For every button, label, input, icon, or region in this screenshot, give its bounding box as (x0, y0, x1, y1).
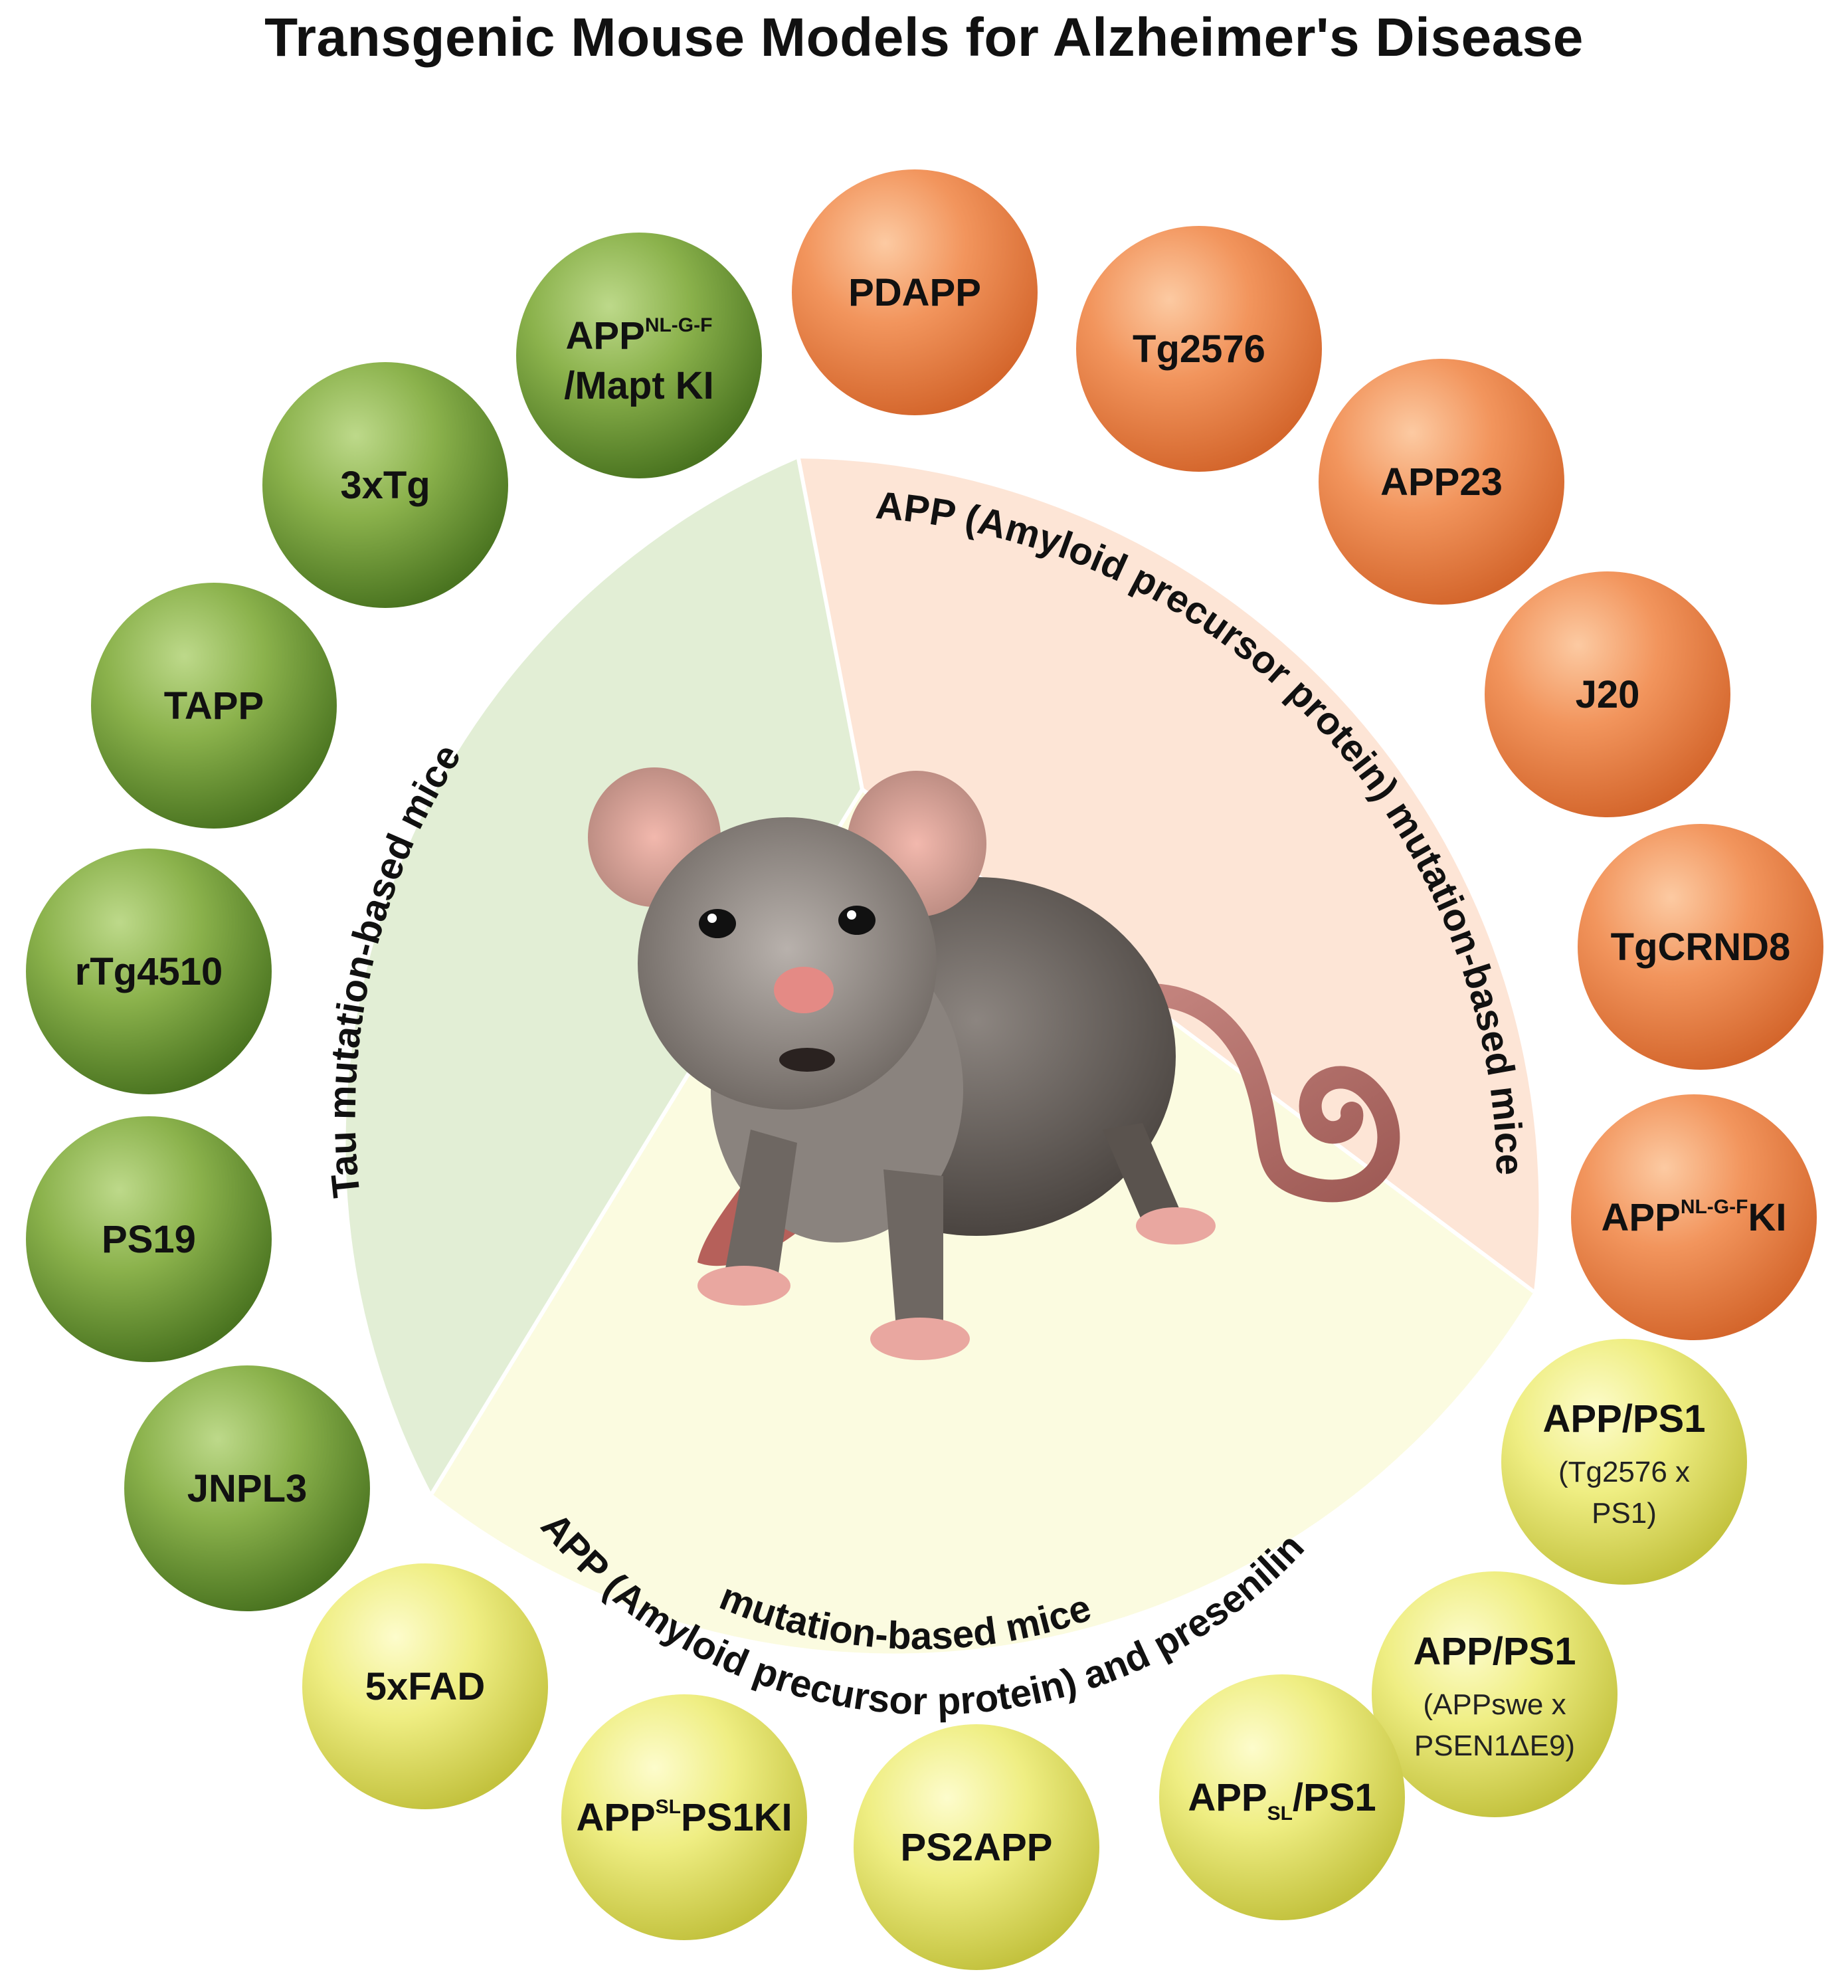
model-ball-app-4: J20 (1485, 571, 1730, 817)
model-ball-app-ps-4: PS2APP (854, 1724, 1099, 1970)
diagram-title: Transgenic Mouse Models for Alzheimer's … (264, 7, 1584, 68)
ball-sphere (1485, 571, 1730, 817)
model-ball-tau-3: TAPP (91, 583, 337, 829)
model-name-line2: /Mapt KI (564, 364, 714, 407)
model-name: JNPL3 (187, 1467, 308, 1510)
model-ball-tau-4: rTg4510 (26, 848, 272, 1094)
ball-sphere (1372, 1571, 1617, 1817)
model-name: 5xFAD (365, 1665, 486, 1708)
mouse-front-leg-left (724, 1130, 797, 1282)
ball-sphere (1076, 226, 1322, 472)
ball-sphere (854, 1724, 1099, 1970)
ball-sphere (792, 169, 1038, 415)
model-name: APPSL/PS1 (1188, 1776, 1376, 1825)
model-name: PDAPP (848, 271, 981, 314)
model-name: TgCRND8 (1611, 926, 1791, 969)
model-ball-app-5: TgCRND8 (1578, 824, 1823, 1070)
model-name: PS2APP (901, 1826, 1053, 1869)
eye-highlight (707, 914, 717, 923)
model-ball-app-3: APP23 (1319, 359, 1564, 605)
ball-sphere (26, 848, 272, 1094)
model-ball-tau-5: PS19 (26, 1116, 272, 1362)
model-ball-app-ps-5: APPSLPS1KI (561, 1694, 807, 1940)
mouse-paw (697, 1266, 790, 1306)
model-name: APPSLPS1KI (576, 1796, 792, 1839)
mouse-eye-left (699, 909, 736, 938)
ball-sphere (516, 233, 762, 478)
mouse-eye-right (838, 906, 876, 935)
ball-sphere (1319, 359, 1564, 605)
ball-sphere (1159, 1674, 1405, 1920)
ball-sphere (262, 362, 508, 608)
model-name: APPNL-G-FKI (1602, 1196, 1787, 1239)
model-ball-app-ps-6: 5xFAD (302, 1563, 548, 1809)
mouse-paw (870, 1318, 970, 1360)
ball-sphere (1571, 1094, 1817, 1340)
model-ball-app-2: Tg2576 (1076, 226, 1322, 472)
ball-sphere (26, 1116, 272, 1362)
mouse-illustration (588, 767, 1400, 1360)
model-name: rTg4510 (75, 950, 223, 993)
eye-highlight (847, 910, 856, 920)
mouse-nose (774, 967, 834, 1013)
model-detail: (APPswe x (1423, 1688, 1566, 1721)
model-name: J20 (1576, 673, 1640, 716)
model-name: 3xTg (340, 464, 430, 507)
model-ball-app-ps-3: APPSL/PS1 (1159, 1674, 1405, 1920)
ball-sphere (91, 583, 337, 829)
model-name: APP23 (1380, 460, 1503, 504)
mouse-hind-leg-right (1103, 1123, 1182, 1223)
model-name: APPNL-G-F (566, 314, 713, 357)
model-ball-app-ps-2: APP/PS1 (APPswe x PSEN1ΔE9) (1372, 1571, 1617, 1817)
model-name: APP/PS1 (1414, 1630, 1576, 1673)
model-ball-tau-2: 3xTg (262, 362, 508, 608)
model-name: PS19 (102, 1218, 196, 1261)
ball-sphere (302, 1563, 548, 1809)
mouse-tail (1052, 983, 1400, 1203)
model-detail: PSEN1ΔE9) (1414, 1730, 1575, 1762)
ball-sphere (1501, 1339, 1747, 1585)
model-name: APP/PS1 (1543, 1397, 1706, 1441)
ball-sphere (1578, 824, 1823, 1070)
mouse-paw (1136, 1207, 1216, 1244)
mouse-mouth (779, 1048, 835, 1072)
mouse-head (638, 817, 937, 1110)
model-detail: PS1) (1592, 1497, 1657, 1530)
model-ball-app-ps-1: APP/PS1 (Tg2576 x PS1) (1501, 1339, 1747, 1585)
model-ball-app-1: PDAPP (792, 169, 1038, 415)
model-ball-tau-6: JNPL3 (124, 1365, 370, 1611)
mouse-front-leg-right (883, 1169, 943, 1336)
model-ball-tau-1: APPNL-G-F/Mapt KI (516, 233, 762, 478)
sector-divider (796, 458, 864, 790)
tau-sector (345, 458, 862, 1494)
model-ball-app-6: APPNL-G-FKI (1571, 1094, 1817, 1340)
ball-sphere (124, 1365, 370, 1611)
model-detail: (Tg2576 x (1558, 1456, 1690, 1488)
model-name: TAPP (164, 684, 264, 728)
ball-sphere (561, 1694, 807, 1940)
model-name: Tg2576 (1133, 328, 1265, 371)
